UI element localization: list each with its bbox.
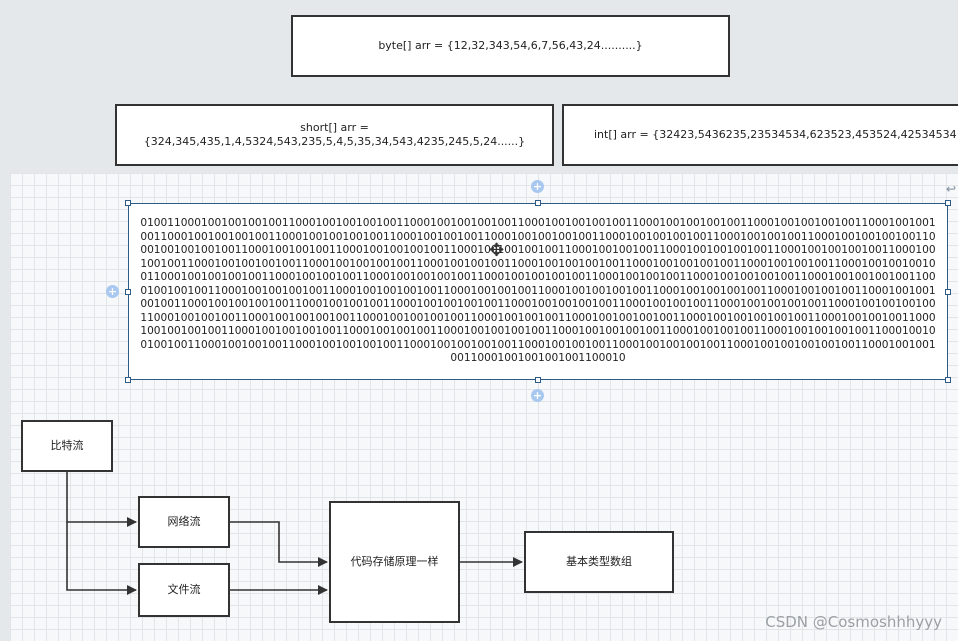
short-array-text-line1: short[] arr = bbox=[300, 121, 369, 134]
add-connector-left-icon[interactable]: + bbox=[106, 285, 119, 298]
basic-arrays-box[interactable]: 基本类型数组 bbox=[524, 531, 674, 593]
int-array-box[interactable]: int[] arr = {32423,5436235,23534534,6235… bbox=[562, 104, 958, 166]
int-array-text: int[] arr = {32423,5436235,23534534,6235… bbox=[594, 128, 957, 141]
resize-handle-se[interactable] bbox=[945, 377, 951, 383]
file-stream-label: 文件流 bbox=[167, 583, 201, 596]
binary-text: 0100110001001001001001100010010010010011… bbox=[140, 217, 936, 365]
add-connector-top-icon[interactable]: + bbox=[531, 180, 544, 193]
resize-handle-n[interactable] bbox=[535, 200, 541, 206]
network-stream-box[interactable]: 网络流 bbox=[138, 496, 230, 548]
resize-handle-s[interactable] bbox=[535, 377, 541, 383]
resize-handle-e[interactable] bbox=[945, 289, 951, 295]
byte-array-box[interactable]: byte[] arr = {12,32,343,54,6,7,56,43,24.… bbox=[291, 15, 730, 77]
code-storage-label: 代码存储原理一样 bbox=[350, 555, 439, 568]
short-array-box[interactable]: short[] arr = {324,345,435,1,4,5324,543,… bbox=[115, 104, 554, 166]
bitstream-box[interactable]: 比特流 bbox=[21, 420, 113, 472]
resize-handle-sw[interactable] bbox=[125, 377, 131, 383]
move-icon: ✥ bbox=[489, 240, 505, 261]
corner-arrow-icon: ↩ bbox=[945, 182, 956, 196]
resize-handle-nw[interactable] bbox=[125, 200, 131, 206]
bitstream-label: 比特流 bbox=[50, 439, 84, 452]
basic-arrays-label: 基本类型数组 bbox=[566, 555, 632, 568]
binary-box-selected[interactable]: 0100110001001001001001100010010010010011… bbox=[128, 203, 948, 380]
watermark: CSDN @Cosmoshhhyyy bbox=[765, 613, 942, 631]
byte-array-text: byte[] arr = {12,32,343,54,6,7,56,43,24.… bbox=[378, 39, 643, 52]
short-array-text-line2: {324,345,435,1,4,5324,543,235,5,4,5,35,3… bbox=[143, 135, 526, 148]
resize-handle-ne[interactable] bbox=[945, 200, 951, 206]
code-storage-box[interactable]: 代码存储原理一样 bbox=[329, 501, 460, 623]
resize-handle-w[interactable] bbox=[125, 289, 131, 295]
file-stream-box[interactable]: 文件流 bbox=[138, 563, 230, 617]
network-stream-label: 网络流 bbox=[167, 515, 201, 528]
add-connector-bottom-icon[interactable]: + bbox=[531, 389, 544, 402]
